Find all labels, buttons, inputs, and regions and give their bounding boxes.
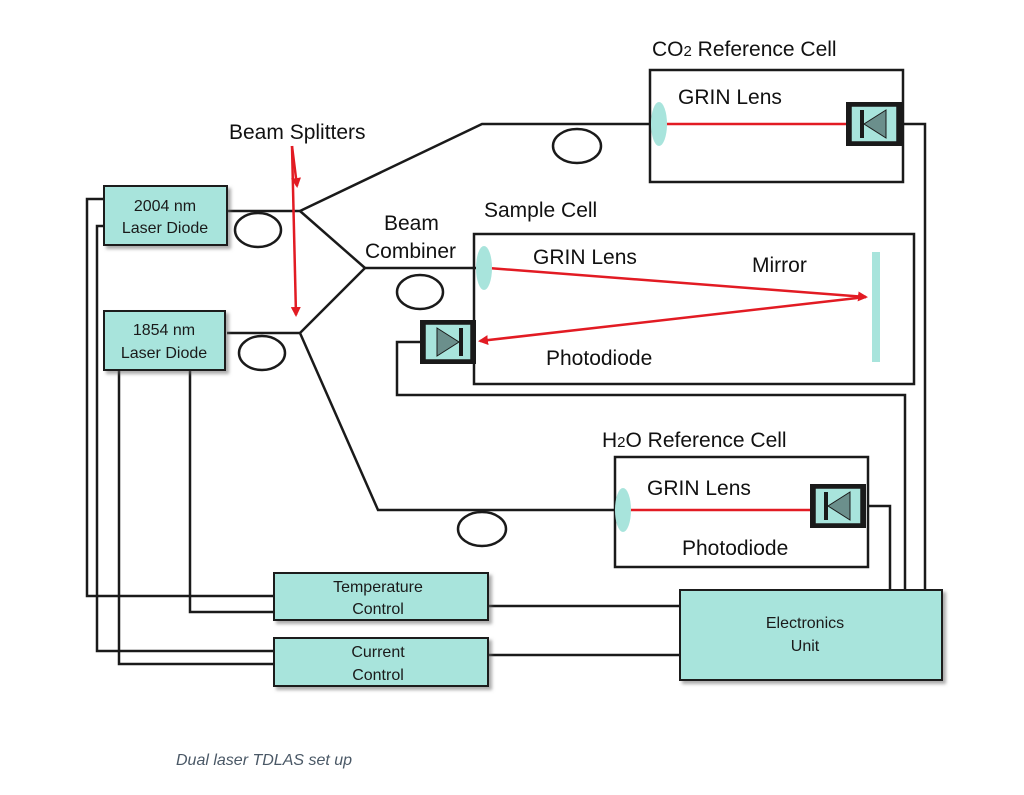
temperature-label-line1: Temperature bbox=[333, 579, 423, 596]
grin-lens-icon bbox=[651, 102, 667, 146]
wire-1854-current bbox=[117, 370, 274, 666]
co2-cell-title: CO2 Reference Cell bbox=[652, 38, 837, 61]
sample-beam-outgoing bbox=[487, 266, 868, 302]
fiber-loop-icon bbox=[551, 127, 603, 165]
h2o-cell-title: H2O Reference Cell bbox=[602, 429, 787, 452]
laser-beams bbox=[290, 122, 868, 512]
grin-lens-sample-label: GRIN Lens bbox=[533, 246, 637, 269]
mirror-label: Mirror bbox=[752, 254, 807, 277]
sample-beam-return bbox=[478, 295, 867, 346]
mirror-icon bbox=[872, 252, 880, 362]
photodiode-h2o-label: Photodiode bbox=[682, 537, 788, 560]
fiber-1854-to-combiner bbox=[299, 267, 366, 334]
fiber-optic-lines bbox=[227, 122, 650, 512]
laser-2004-box: 2004 nm Laser Diode bbox=[103, 185, 228, 246]
photodiode-icon bbox=[846, 102, 902, 146]
splitter-pointer-2 bbox=[290, 145, 301, 317]
grin-lens-h2o-label: GRIN Lens bbox=[647, 477, 751, 500]
current-label-line1: Current bbox=[351, 644, 405, 661]
photodiode-icon bbox=[810, 484, 866, 528]
fiber-loops bbox=[233, 127, 603, 548]
temperature-label-line2: Control bbox=[352, 601, 404, 618]
electronics-label-line1: Electronics bbox=[766, 615, 844, 632]
laser-1854-box: 1854 nm Laser Diode bbox=[103, 310, 226, 371]
laser-1854-label-line1: 1854 nm bbox=[133, 322, 195, 339]
electrical-wires bbox=[85, 122, 927, 666]
sample-cell-title: Sample Cell bbox=[484, 199, 597, 222]
fiber-splitter-to-co2 bbox=[299, 122, 650, 213]
laser-2004-label-line1: 2004 nm bbox=[134, 198, 196, 215]
laser-2004-label-line2: Laser Diode bbox=[122, 220, 208, 237]
wire-h2o-photodiode-electronics bbox=[868, 504, 892, 590]
current-control-box: Current Control bbox=[273, 637, 489, 687]
fiber-2004-to-combiner bbox=[299, 210, 366, 269]
wire-sample-photodiode-electronics bbox=[395, 340, 907, 590]
grin-lens-icon bbox=[476, 246, 492, 290]
fiber-loop-icon bbox=[395, 273, 445, 311]
laser-1854-label-line2: Laser Diode bbox=[121, 345, 207, 362]
wire-2004-temperature bbox=[85, 197, 274, 598]
photodiode-sample-label: Photodiode bbox=[546, 347, 652, 370]
beam-combiner-label-line2: Combiner bbox=[365, 240, 456, 263]
fiber-loop-icon bbox=[233, 211, 283, 249]
beam-splitters-label: Beam Splitters bbox=[229, 121, 366, 144]
fiber-splitter-to-h2o bbox=[298, 332, 615, 512]
beam-combiner-label-line1: Beam bbox=[384, 212, 439, 235]
electronics-label-line2: Unit bbox=[791, 638, 820, 655]
wire-1854-temperature bbox=[188, 370, 274, 614]
grin-lens-icon bbox=[615, 488, 631, 532]
fiber-loop-icon bbox=[237, 334, 287, 372]
fiber-loop-icon bbox=[456, 510, 508, 548]
current-label-line2: Control bbox=[352, 667, 404, 684]
wire-co2-photodiode-electronics bbox=[903, 122, 927, 590]
electronics-unit-box: Electronics Unit bbox=[679, 589, 943, 681]
photodiode-icon bbox=[420, 320, 476, 364]
figure-caption: Dual laser TDLAS set up bbox=[176, 752, 352, 769]
wire-2004-current bbox=[95, 224, 274, 653]
sample-cell bbox=[472, 232, 916, 386]
grin-lens-co2-label: GRIN Lens bbox=[678, 86, 782, 109]
temperature-control-box: Temperature Control bbox=[273, 572, 489, 621]
